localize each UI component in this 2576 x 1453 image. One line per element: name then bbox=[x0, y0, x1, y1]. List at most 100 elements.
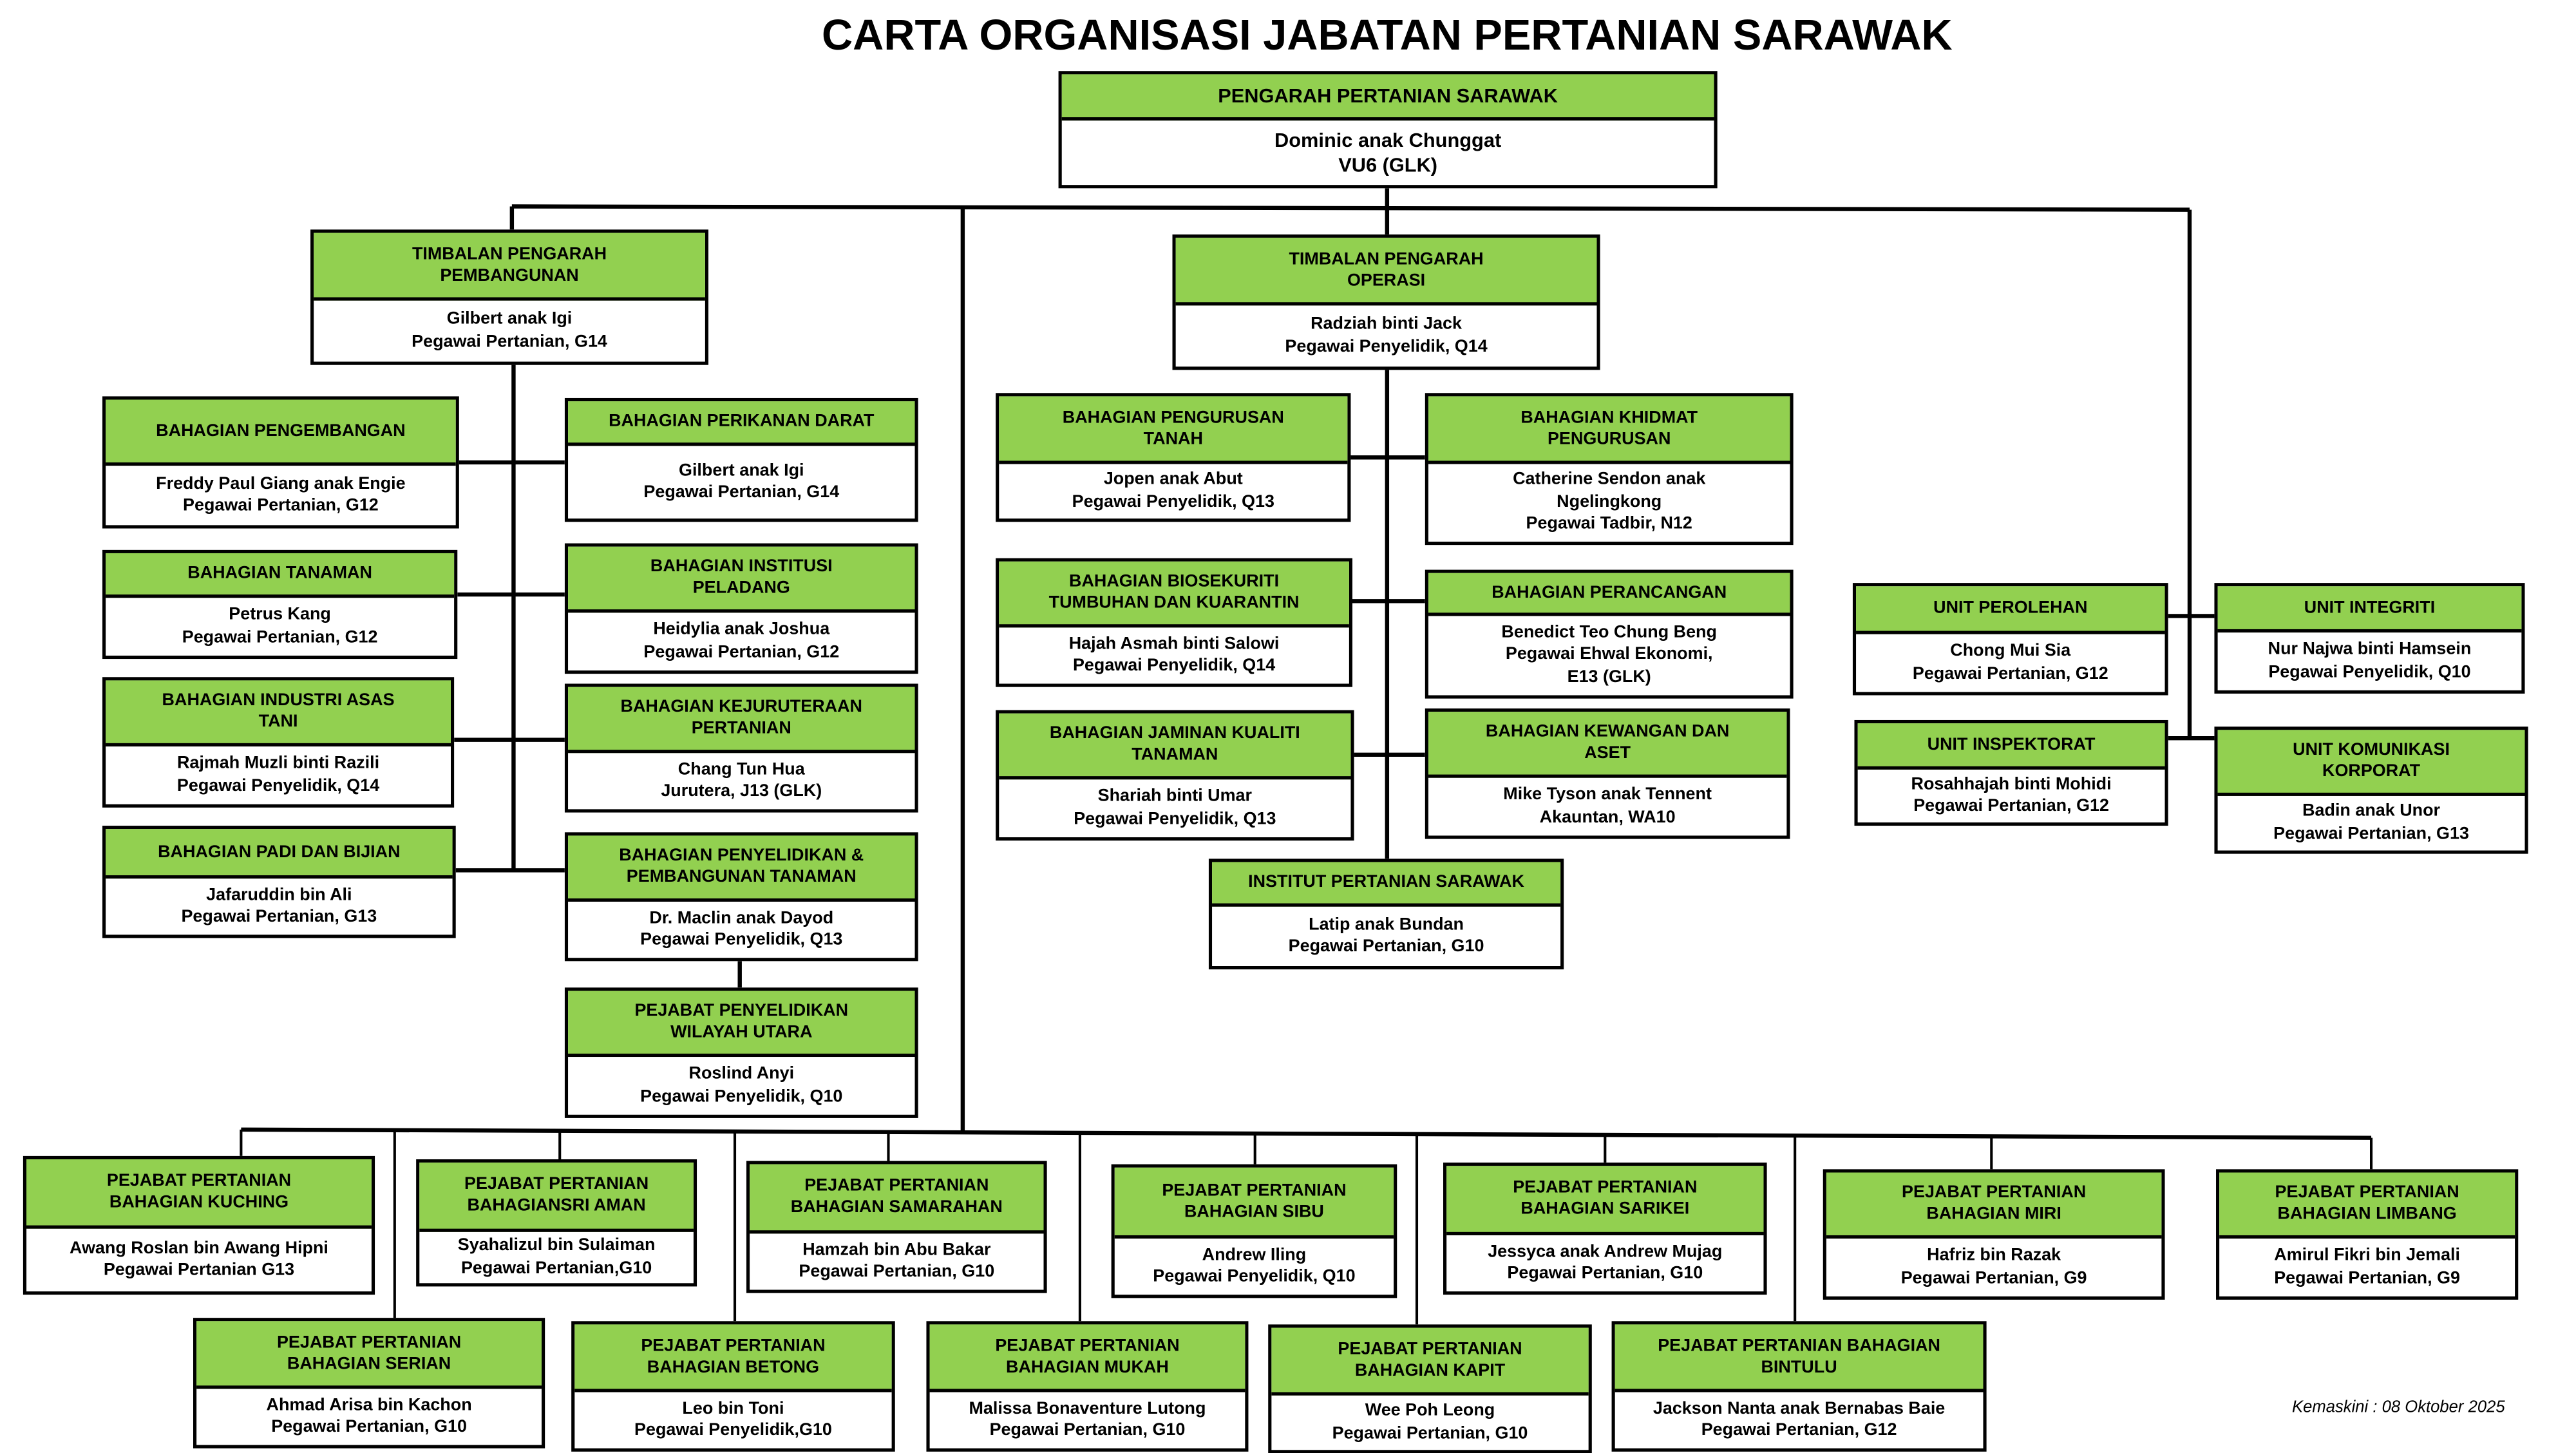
org-box-title-line: BAHAGIAN KUCHING bbox=[109, 1192, 289, 1213]
holder-position: Pegawai Pertanian, G10 bbox=[1507, 1263, 1703, 1284]
org-box-title: BAHAGIAN PENGEMBANGAN bbox=[106, 399, 456, 466]
org-box-title-line: BAHAGIAN PENGEMBANGAN bbox=[156, 420, 406, 441]
holder-position: Pegawai Pertanian, G10 bbox=[1332, 1422, 1528, 1443]
holder-name: Dr. Maclin anak Dayod bbox=[649, 907, 834, 927]
holder-position: Pegawai Penyelidik, Q13 bbox=[1072, 491, 1274, 511]
holder-name: Jafaruddin bin Ali bbox=[206, 884, 352, 904]
holder-name: Benedict Teo Chung Beng bbox=[1501, 622, 1717, 642]
org-box-title-line: OPERASI bbox=[1347, 270, 1426, 290]
org-box-title-line: BAHAGIAN TANAMAN bbox=[187, 563, 372, 584]
holder-position: Pegawai Pertanian, G10 bbox=[799, 1261, 995, 1282]
holder-position: Pegawai Pertanian, G13 bbox=[181, 906, 377, 927]
holder-position: Pegawai Pertanian, G12 bbox=[183, 495, 379, 515]
org-box-title: BAHAGIAN PADI DAN BIJIAN bbox=[106, 829, 453, 879]
holder-name: Badin anak Unor bbox=[2302, 801, 2441, 821]
org-box-title-line: TANI bbox=[258, 712, 298, 732]
holder-name: Petrus Kang bbox=[229, 604, 331, 625]
holder-position: Pegawai Pertanian G13 bbox=[103, 1260, 295, 1280]
org-box-title-line: TIMBALAN PENGARAH bbox=[412, 243, 607, 263]
org-box-title-line: PEJABAT PERTANIAN bbox=[1902, 1182, 2087, 1202]
org-box-title-line: UNIT INSPEKTORAT bbox=[1927, 734, 2096, 754]
holder-position: Pegawai Penyelidik, Q10 bbox=[640, 1085, 843, 1106]
org-box-title-line: BINTULU bbox=[1761, 1356, 1837, 1377]
org-box-pengembangan: BAHAGIAN PENGEMBANGAN Freddy Paul Giang a… bbox=[102, 396, 459, 529]
holder-name: Malissa Bonaventure Lutong bbox=[969, 1398, 1206, 1418]
holder-name: Amirul Fikri bin Jemali bbox=[2274, 1245, 2461, 1266]
org-box-title-line: PEJABAT PERTANIAN bbox=[1162, 1180, 1347, 1200]
org-box-title-line: PEJABAT PERTANIAN bbox=[276, 1331, 462, 1352]
org-box-title-line: UNIT INTEGRITI bbox=[2304, 596, 2436, 617]
chart-title: CARTA ORGANISASI JABATAN PERTANIAN SARAW… bbox=[822, 10, 1953, 60]
holder-name: Jessyca anak Andrew Mujag bbox=[1488, 1240, 1723, 1261]
holder-name: Hamzah bin Abu Bakar bbox=[802, 1239, 991, 1260]
holder-name: Chang Tun Hua bbox=[677, 759, 805, 779]
holder-position: Pegawai Pertanian, G12 bbox=[1913, 795, 2109, 816]
org-box-title-line: BAHAGIANSRI AMAN bbox=[467, 1195, 646, 1216]
org-box-penyelidikan: BAHAGIAN PENYELIDIKAN &PEMBANGUNAN TANAM… bbox=[564, 832, 918, 962]
holder-position: Pegawai Pertanian, G12 bbox=[1912, 663, 2108, 683]
holder-name: Rajmah Muzli binti Razili bbox=[176, 753, 380, 773]
holder-position: Pegawai Penyelidik, Q14 bbox=[1285, 336, 1488, 356]
org-box-title-line: BAHAGIAN SIBU bbox=[1184, 1201, 1324, 1222]
org-box-title-line: BAHAGIAN SAMARAHAN bbox=[790, 1197, 1003, 1217]
holder-position: Pegawai Pertanian, G14 bbox=[412, 331, 607, 351]
last-updated-note: Kemaskini : 08 Oktober 2025 bbox=[2291, 1398, 2505, 1417]
holder-position: Jurutera, J13 (GLK) bbox=[661, 781, 822, 801]
org-box-title-line: PENGURUSAN bbox=[1547, 428, 1671, 449]
org-box-title: BAHAGIAN PERANCANGAN bbox=[1428, 573, 1790, 616]
org-box-title-line: PERTANIAN bbox=[691, 718, 791, 739]
org-box-title-line: PEJABAT PERTANIAN bbox=[464, 1174, 649, 1194]
holder-position: Pegawai Ehwal Ekonomi, bbox=[1505, 644, 1713, 665]
org-box-title: PENGARAH PERTANIAN SARAWAK bbox=[1061, 74, 1714, 121]
org-box-title-line: PEJABAT PERTANIAN bbox=[1513, 1177, 1698, 1197]
holder-name: Shariah binti Umar bbox=[1097, 786, 1253, 806]
holder-position: Pegawai Pertanian,G10 bbox=[460, 1257, 652, 1278]
connector-line bbox=[511, 204, 2190, 212]
holder-position: Pegawai Pertanian, G10 bbox=[989, 1420, 1186, 1440]
holder-position: Pegawai Pertanian, G12 bbox=[643, 641, 840, 661]
